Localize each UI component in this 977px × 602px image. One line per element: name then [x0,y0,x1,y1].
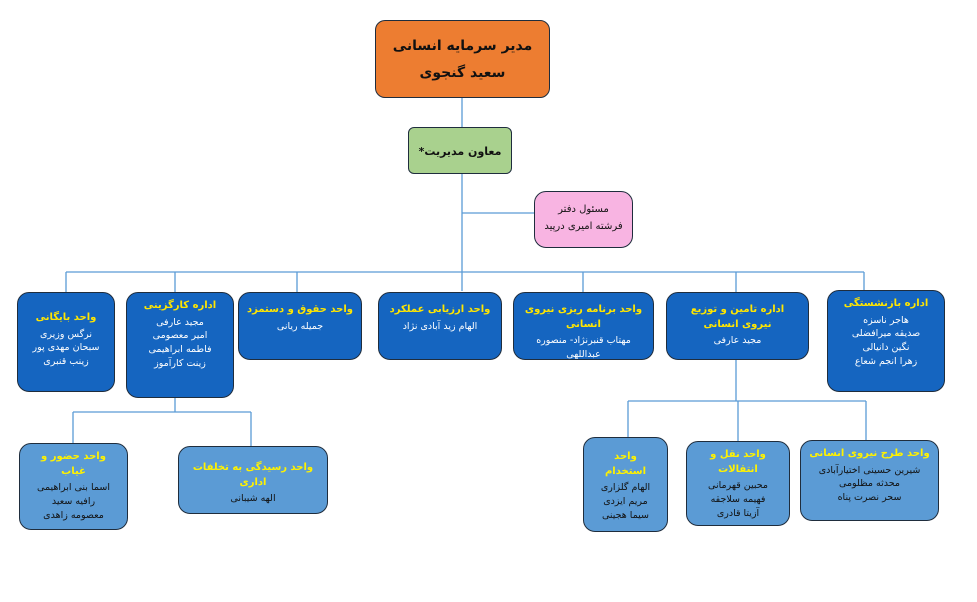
unit-recruitment: واحد استخدام الهام گلزاری مریم ایزدی سیم… [583,437,668,532]
member-name: جمیله ریانی [276,320,324,332]
unit-title: واحد حقوق و دستمزد [246,304,353,315]
office-manager-box: مسئول دفتر فرشته امیری درپید [534,191,633,248]
member-name: مجید عارفی [713,335,762,346]
member-name: زینب قنبری [43,356,89,368]
member-name: الهه شیبانی [230,493,276,504]
unit-attendance: واحد حضور و غیاب اسما بنی ابراهیمی رافیه… [19,443,128,530]
ceo-box: مدیر سرمایه انسانی سعید گنجوی [375,20,550,98]
member-name: زهرا انجم شعاع [854,355,918,367]
unit-title: واحد ارزیابی عملکرد [389,304,491,315]
member-name: صدیقه میرافضلی [851,328,921,340]
unit-retirement-department: اداره بازنشستگی هاجر ناسزه صدیقه میرافضل… [827,290,945,392]
member-name: الهام گلزاری [600,482,651,493]
member-name: محدثه مظلومی [839,478,900,490]
unit-title: اداره بازنشستگی [843,298,929,309]
unit-payroll: واحد حقوق و دستمزد جمیله ریانی [238,292,362,360]
member-name: مریم ایزدی [603,495,648,507]
ceo-name: سعید گنجوی [419,64,506,81]
unit-workforce-design: واحد طرح نیروی انسانی شیرین حسینی اختیار… [800,440,939,521]
unit-title: واحد حضور و غیاب [41,451,106,477]
unit-title: اداره تامین و توزیع نیروی انسانی [690,304,785,330]
member-name: سیما هجینی [601,509,650,521]
member-name: اسما بنی ابراهیمی [37,482,110,493]
deputy-box: معاون مدیریت* [408,127,512,174]
member-name: معصومه زاهدی [43,509,104,521]
member-name: سحر نصرت پناه [837,492,902,504]
unit-archive: واحد بایگانی نرگس وزیری سبحان مهدی پور ز… [17,292,115,392]
member-name: نگین دانیالی [862,342,910,354]
member-name: شیرین حسینی اختیارآبادی [818,464,921,476]
member-name: آزیتا قادری [716,507,760,519]
unit-title: واحد طرح نیروی انسانی [809,448,930,459]
unit-title: واحد رسیدگی به تخلفات اداری [192,462,314,488]
member-name: زینت کارآموز [154,357,206,369]
member-name: فاطمه ابراهیمی [148,344,212,356]
member-name: سبحان مهدی پور [32,342,100,354]
office-title: مسئول دفتر [558,204,609,215]
unit-title: اداره کارگزینی [143,300,217,311]
member-name: فهیمه سلاجقه [710,493,766,505]
unit-title: واحد استخدام [604,451,647,477]
member-name: نرگس وزیری [39,328,93,340]
member-name: مجید عارفی [156,316,204,328]
unit-title: واحد برنامه ریزی نیروی انسانی [524,304,643,330]
member-name: محبین قهرمانی [708,480,768,491]
unit-title: واحد نقل و انتقالات [710,449,766,475]
member-name: رافیه سعید [51,495,96,507]
member-name: مهتاب قنبرنژاد- منصوره عبداللهی [536,335,631,360]
member-name: هاجر ناسزه [863,314,909,326]
office-name: فرشته امیری درپید [544,221,623,232]
unit-supply-distribution-department: اداره تامین و توزیع نیروی انسانی مجید عا… [666,292,809,360]
unit-performance-evaluation: واحد ارزیابی عملکرد الهام زید آبادی نژاد [378,292,502,360]
unit-transfers: واحد نقل و انتقالات محبین قهرمانی فهیمه … [686,441,790,526]
unit-workforce-planning: واحد برنامه ریزی نیروی انسانی مهتاب قنبر… [513,292,654,360]
unit-administrative-violations: واحد رسیدگی به تخلفات اداری الهه شیبانی [178,446,328,514]
deputy-title: معاون مدیریت* [418,145,502,158]
member-name: امیر معصومی [152,330,208,342]
unit-personnel-department: اداره کارگزینی مجید عارفی امیر معصومی فا… [126,292,234,398]
member-name: الهام زید آبادی نژاد [402,320,478,332]
ceo-title: مدیر سرمایه انسانی [392,38,533,54]
unit-title: واحد بایگانی [35,312,97,323]
